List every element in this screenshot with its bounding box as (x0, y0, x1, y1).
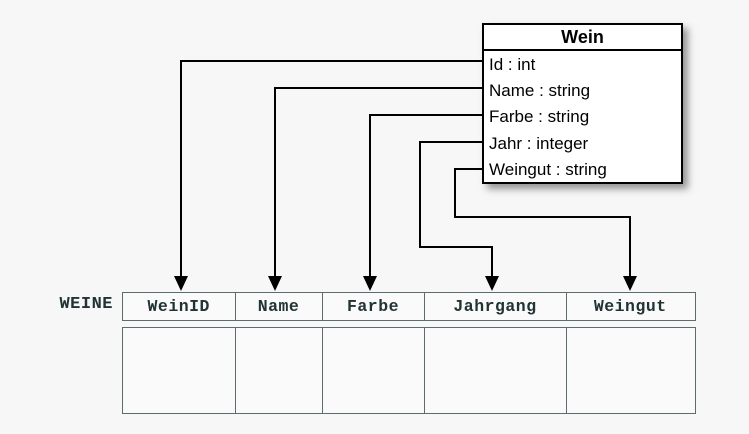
table-header-row: WeinID Name Farbe Jahrgang Weingut (122, 292, 696, 321)
column-header-name: Name (236, 293, 323, 320)
table-cell-weinid (123, 328, 236, 413)
column-header-weinid: WeinID (123, 293, 236, 320)
connector-id-to-weinid (180, 60, 482, 277)
column-header-weingut: Weingut (593, 297, 667, 316)
connector-farbe-to-farbe (369, 114, 482, 277)
uml-class-wein: Wein Id : int Name : string Farbe : stri… (482, 23, 683, 184)
class-attribute-farbe: Farbe : string (489, 107, 590, 127)
table-body-row (122, 327, 696, 414)
arrowhead-name (268, 276, 282, 291)
connector-weingut-to-weingut (454, 168, 631, 277)
connector-jahr-to-jahrgang (419, 141, 493, 277)
column-header-jahrgang: Jahrgang (425, 293, 567, 320)
class-title: Wein (484, 25, 681, 51)
arrowhead-weinid (174, 276, 188, 291)
class-attribute-name: Name : string (489, 81, 591, 101)
class-attribute-id: Id : int (489, 55, 536, 74)
arrowhead-weingut (623, 276, 637, 291)
table-cell-weingut (567, 328, 695, 413)
table-cell-farbe (323, 328, 425, 413)
table-name-label: WEINE (59, 295, 113, 314)
connector-name-to-name (274, 87, 482, 277)
arrowhead-jahrgang (485, 276, 499, 291)
class-attribute-weingut: Weingut : string (489, 159, 607, 179)
column-header-farbe: Farbe (323, 293, 425, 320)
class-attribute-list: Id : int Name : string Farbe : string Ja… (484, 51, 681, 183)
table-cell-jahrgang (425, 328, 567, 413)
class-attribute-jahr: Jahr : integer (489, 133, 589, 153)
table-cell-name (236, 328, 323, 413)
arrowhead-farbe (363, 276, 377, 291)
